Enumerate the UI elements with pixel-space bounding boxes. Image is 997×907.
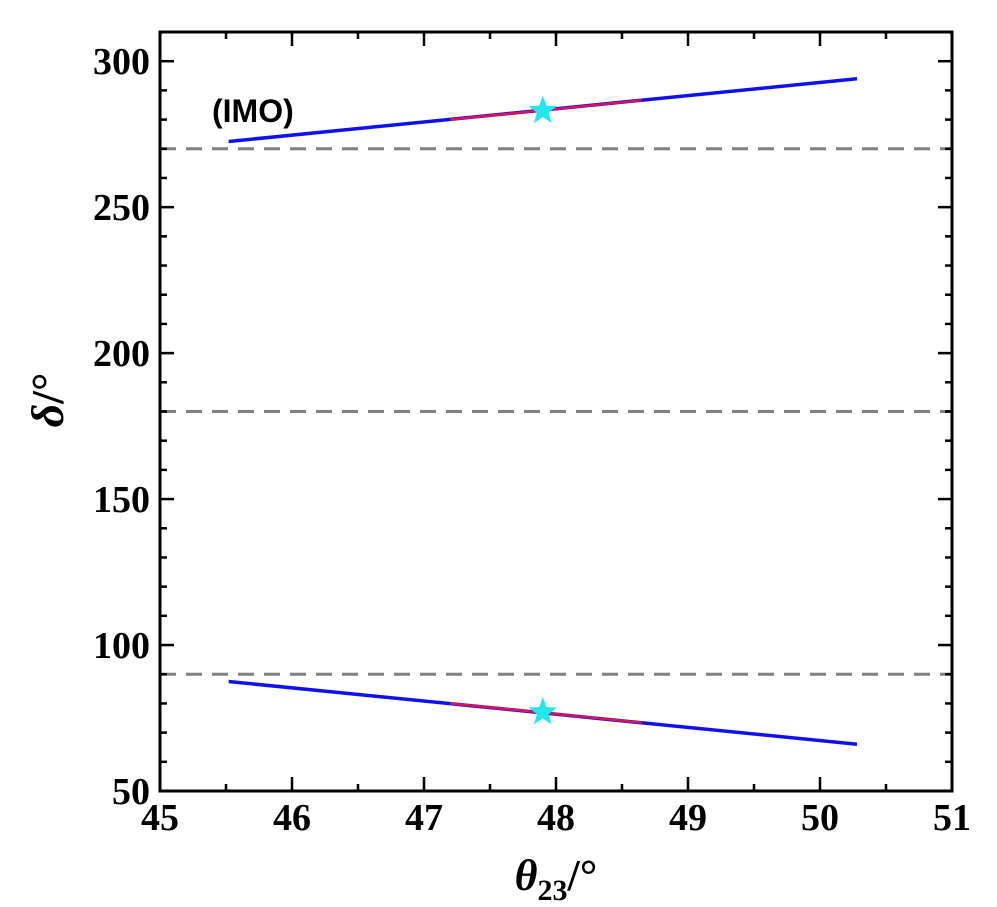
x-tick-label: 47 [405, 797, 443, 839]
x-axis-subscript: 23 [538, 874, 568, 907]
x-tick-label: 50 [801, 797, 839, 839]
panel-label: (IMO) [212, 93, 294, 129]
x-tick-label: 45 [141, 797, 179, 839]
x-axis-symbol: θ [515, 851, 538, 900]
x-tick-label: 51 [933, 797, 971, 839]
data-series [228, 76, 857, 747]
y-tick-label: 300 [93, 41, 150, 83]
x-axis-unit: /° [567, 851, 598, 900]
y-tick-label: 150 [93, 479, 150, 521]
y-axis-unit: /° [22, 373, 73, 405]
best-fit-star-1 [528, 697, 558, 725]
y-tick-label: 200 [93, 333, 150, 375]
tick-labels: 45 46 47 48 49 50 51 50 100 150 200 250 300 [93, 41, 971, 839]
x-axis-title: θ23/° [515, 851, 598, 907]
y-tick-label: 100 [93, 625, 150, 667]
x-tick-label: 48 [537, 797, 575, 839]
y-tick-label: 50 [112, 771, 150, 813]
best-fit-star-0 [528, 95, 558, 123]
y-axis-symbol: δ [22, 404, 73, 428]
y-axis-title: δ/° [22, 373, 73, 428]
x-tick-label: 46 [273, 797, 311, 839]
axis-ticks [158, 30, 954, 793]
x-tick-label: 49 [669, 797, 707, 839]
reference-lines [160, 147, 952, 676]
y-tick-label: 250 [93, 187, 150, 229]
